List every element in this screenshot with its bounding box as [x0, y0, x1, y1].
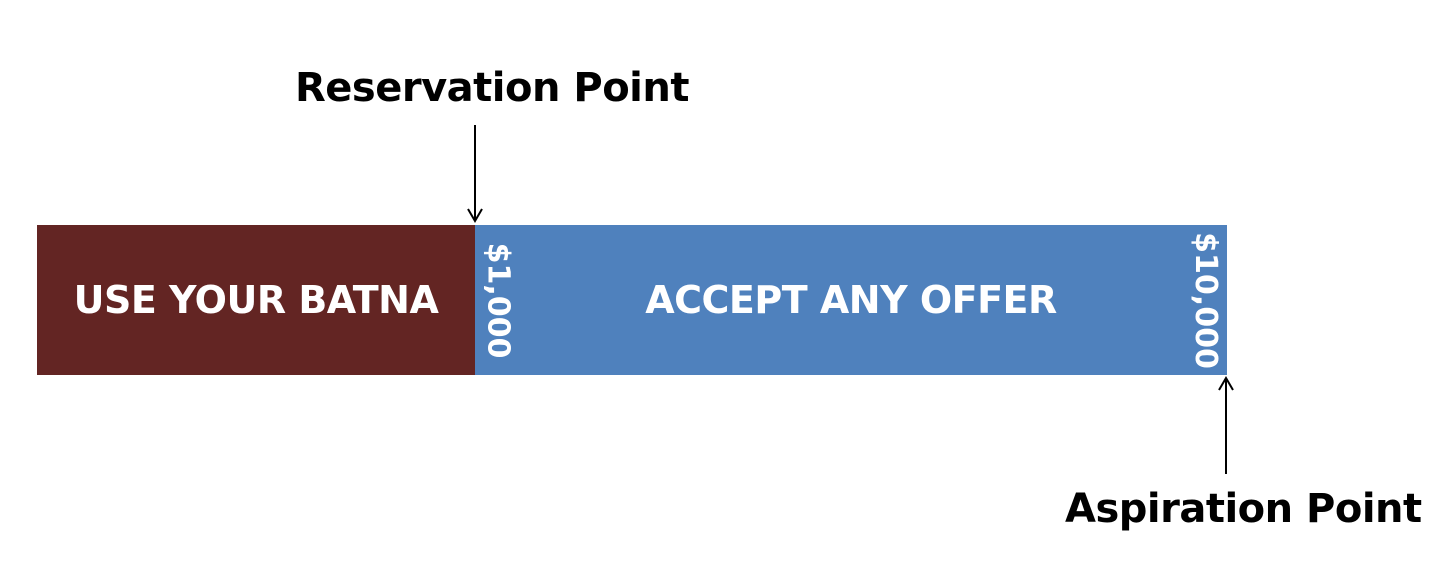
accept-offer-segment: $1,000 ACCEPT ANY OFFER $10,000	[475, 225, 1227, 375]
reservation-value-container: $1,000	[478, 225, 518, 375]
reservation-point-label: Reservation Point	[295, 65, 689, 111]
aspiration-value-container: $10,000	[1185, 225, 1225, 375]
batna-segment: USE YOUR BATNA	[37, 225, 475, 375]
aspiration-value: $10,000	[1187, 231, 1223, 369]
aspiration-arrow-icon	[1218, 376, 1234, 474]
reservation-arrow-icon	[467, 125, 483, 223]
aspiration-point-label: Aspiration Point	[1065, 486, 1422, 532]
accept-offer-segment-label: ACCEPT ANY OFFER	[645, 278, 1057, 322]
reservation-value: $1,000	[480, 242, 516, 358]
batna-segment-label: USE YOUR BATNA	[73, 278, 439, 322]
